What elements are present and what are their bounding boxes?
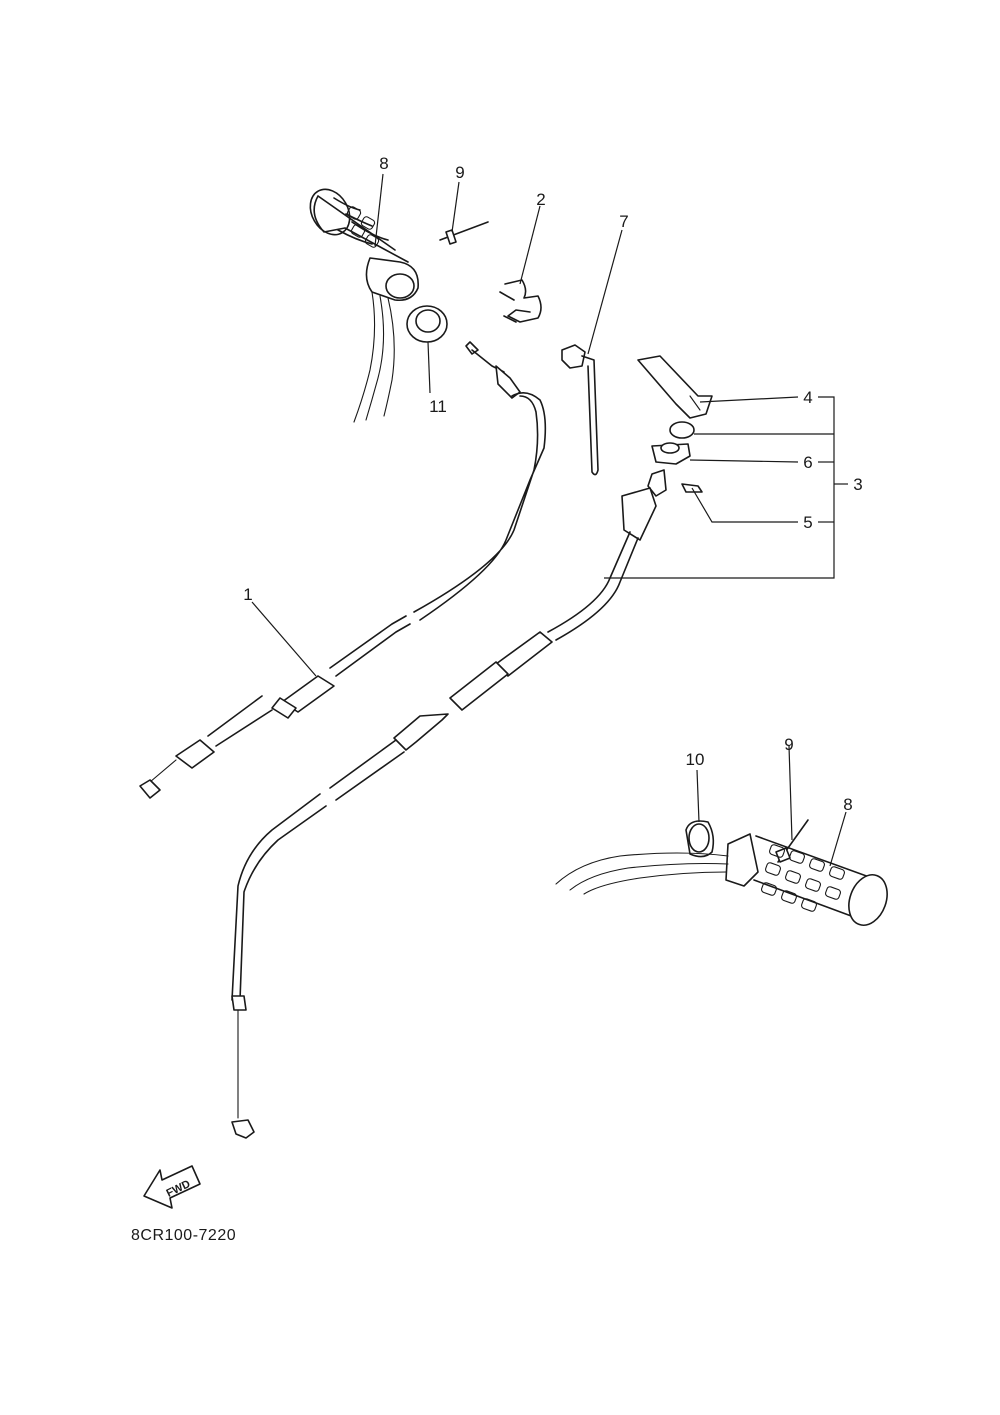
callout-3: 3 [853, 475, 862, 494]
callout-4: 4 [803, 388, 812, 407]
callout-5: 5 [803, 513, 812, 532]
right-collar [685, 820, 715, 858]
callout-7: 7 [619, 212, 628, 231]
callout-8-left: 8 [379, 154, 388, 173]
callout-9-right: 9 [784, 735, 793, 754]
throttle-cable [231, 469, 667, 1139]
callout-labels: 8 9 2 7 11 4 6 5 3 1 10 9 8 [243, 154, 862, 814]
callout-6: 6 [803, 453, 812, 472]
clutch-cable [139, 341, 547, 799]
adjuster [651, 442, 691, 465]
left-grip [309, 188, 419, 423]
diagram-code: 8CR100-7220 [131, 1227, 236, 1244]
right-grip [555, 833, 888, 926]
callout-1: 1 [243, 585, 252, 604]
left-collar [406, 305, 448, 343]
callout-10: 10 [686, 750, 705, 769]
nut [669, 421, 695, 439]
wire-clip [499, 279, 542, 323]
fwd-arrow-icon: FWD [143, 1165, 201, 1209]
callout-2: 2 [536, 190, 545, 209]
callout-11: 11 [429, 397, 447, 416]
leader-lines [251, 173, 848, 867]
left-screw [439, 221, 489, 245]
cable-band [561, 344, 599, 476]
callout-9-left: 9 [455, 163, 464, 182]
callout-8-right: 8 [843, 795, 852, 814]
throttle-lever [637, 355, 713, 419]
